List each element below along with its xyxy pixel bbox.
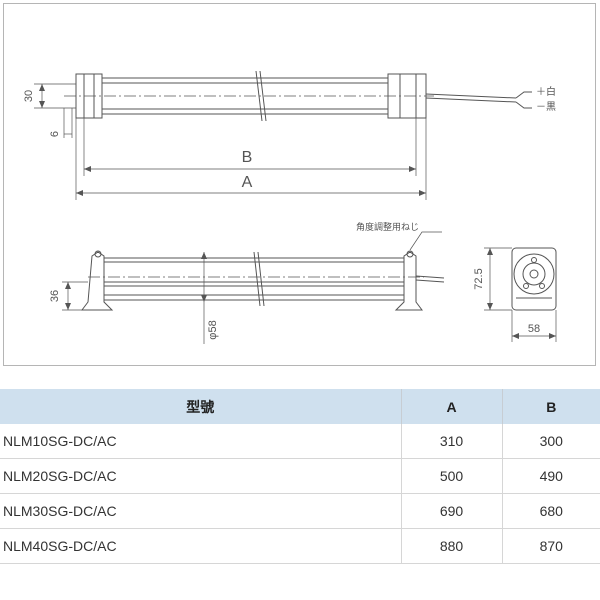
end-view-outer-ring bbox=[513, 253, 555, 295]
table-header-row: 型號 A B bbox=[0, 389, 600, 424]
drawing-svg: 30 6 B A ＋白 －黒 bbox=[23, 70, 557, 344]
wire-fork bbox=[515, 91, 532, 109]
end-height-dim: 72.5 bbox=[473, 268, 485, 289]
end-width-dim: 58 bbox=[528, 323, 540, 335]
cell-b: 300 bbox=[501, 424, 600, 459]
cell-b: 870 bbox=[501, 528, 600, 564]
header-b: B bbox=[501, 389, 600, 424]
dim-a-label: A bbox=[242, 174, 253, 191]
cell-model: NLM20SG-DC/AC bbox=[0, 458, 401, 494]
top-cable bbox=[425, 93, 517, 99]
top-height-dim: 30 bbox=[23, 90, 35, 102]
table-row: NLM20SG-DC/AC 500 490 bbox=[0, 458, 600, 494]
dim-b-label: B bbox=[242, 149, 253, 166]
cell-a: 880 bbox=[400, 528, 502, 564]
top-offset-dim: 6 bbox=[49, 131, 61, 137]
side-arrows bbox=[65, 248, 556, 339]
spec-table: 型號 A B NLM10SG-DC/AC 310 300 NLM20SG-DC/… bbox=[0, 389, 600, 564]
side-right-bracket bbox=[394, 251, 423, 311]
header-model: 型號 bbox=[0, 389, 401, 424]
table-row: NLM10SG-DC/AC 310 300 bbox=[0, 424, 600, 459]
side-height-dim: 36 bbox=[49, 290, 61, 302]
end-view-body bbox=[511, 247, 557, 311]
cell-a: 500 bbox=[400, 458, 502, 494]
side-view bbox=[62, 231, 557, 344]
cell-model: NLM10SG-DC/AC bbox=[0, 424, 401, 459]
top-view bbox=[34, 70, 532, 200]
top-arrows bbox=[39, 84, 426, 196]
cell-a: 310 bbox=[400, 424, 502, 459]
wire-plus-label: ＋白 bbox=[536, 85, 556, 98]
table-row: NLM40SG-DC/AC 880 870 bbox=[0, 528, 600, 564]
cell-model: NLM40SG-DC/AC bbox=[0, 528, 401, 564]
side-diameter-dim: φ58 bbox=[207, 320, 219, 339]
technical-drawing: 30 6 B A ＋白 －黒 bbox=[3, 3, 596, 366]
cell-model: NLM30SG-DC/AC bbox=[0, 493, 401, 529]
cell-b: 680 bbox=[501, 493, 600, 529]
screw-leader bbox=[409, 231, 442, 251]
cell-b: 490 bbox=[501, 458, 600, 494]
cell-a: 690 bbox=[400, 493, 502, 529]
table-row: NLM30SG-DC/AC 690 680 bbox=[0, 493, 600, 529]
header-a: A bbox=[400, 389, 502, 424]
side-left-bracket bbox=[81, 251, 114, 311]
side-tube bbox=[103, 257, 405, 301]
adjust-screw-note: 角度調整用ねじ bbox=[356, 221, 419, 232]
wire-minus-label: －黒 bbox=[536, 101, 556, 113]
